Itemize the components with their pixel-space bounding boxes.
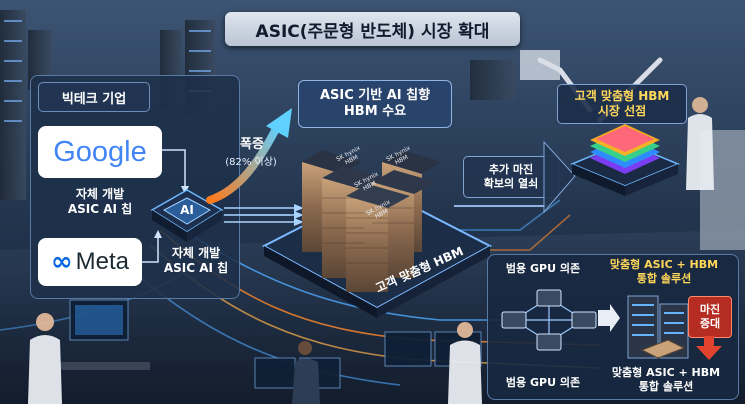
margin-arrow <box>454 140 576 214</box>
surge-sublabel: (82% 이상) <box>225 157 277 168</box>
workstations <box>28 97 714 404</box>
rainbow-hbm-chip <box>570 124 680 196</box>
meta-infinity-icon: ∞ <box>50 247 73 277</box>
title-plate: ASIC(주문형 반도체) 시장 확대 <box>225 12 520 46</box>
integrated-solution-bottom: 맞춤형 ASIC + HBM 통합 솔루션 <box>611 366 721 393</box>
integrated-solution-top: 맞춤형 ASIC + HBM 통합 솔루션 <box>609 258 719 285</box>
hbm-platform <box>262 150 492 318</box>
ai-chip-label: AI <box>180 203 194 217</box>
meta-caption: 자체 개발 ASIC AI 칩 <box>163 246 229 275</box>
page-title: ASIC(주문형 반도체) 시장 확대 <box>255 21 490 42</box>
google-logo: Google <box>53 135 147 168</box>
meta-logo: Meta <box>75 248 130 275</box>
asic-hbm-servers <box>627 295 689 359</box>
margin-key-box: 추가 마진 확보의 열쇠 <box>463 156 559 198</box>
bigtech-header: 빅테크 기업 <box>38 82 150 112</box>
comparison-arrow <box>598 304 620 332</box>
margin-increase-badge: 마진 증대 <box>688 296 732 338</box>
ai-chip <box>150 189 224 242</box>
google-logo-card: Google <box>38 126 162 178</box>
surge-arrow <box>206 108 292 204</box>
hbm-demand-box: ASIC 기반 AI 칩향 HBM 수요 <box>298 80 452 128</box>
gpu-network-diagram <box>501 289 597 351</box>
hbm-stack-front <box>346 184 410 292</box>
preempt-box: 고객 맞춤형 HBM 시장 선점 <box>557 84 687 124</box>
surge-label: 폭증 <box>240 137 264 152</box>
google-caption: 자체 개발 ASIC AI 칩 <box>67 187 133 216</box>
meta-logo-card: ∞ Meta <box>38 238 142 286</box>
gpu-dependence-bottom: 범용 GPU 의존 <box>505 376 581 389</box>
margin-down-arrow <box>696 336 722 360</box>
gpu-dependence-top: 범용 GPU 의존 <box>505 262 581 275</box>
